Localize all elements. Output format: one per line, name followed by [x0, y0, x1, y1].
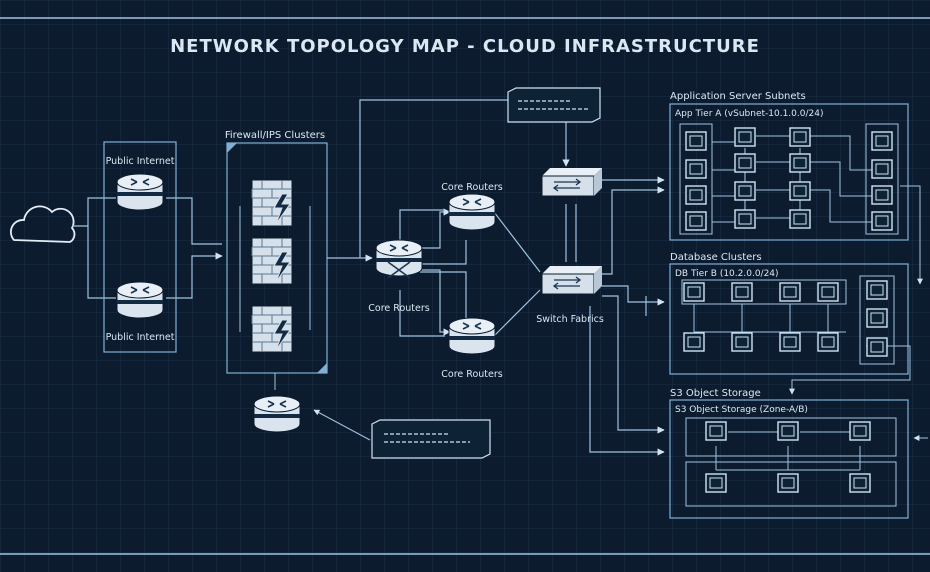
s3-storage-box: [669, 399, 909, 519]
server-icon: [685, 131, 707, 151]
server-icon: [817, 332, 839, 352]
s3-storage-label: S3 Object Storage: [670, 388, 761, 399]
router-icon: [448, 193, 496, 231]
switch-fabrics-label: Switch Fabrics: [536, 314, 604, 325]
core-routers-label-mid: Core Routers: [368, 303, 429, 314]
server-icon: [734, 127, 756, 147]
router-icon: [375, 239, 423, 279]
firewall-icon: [251, 305, 293, 353]
server-icon: [685, 211, 707, 231]
switch-icon: [541, 265, 603, 295]
server-icon: [731, 282, 753, 302]
app-subnets-label: Application Server Subnets: [670, 91, 806, 102]
app-tier-label: App Tier A (vSubnet-10.1.0.0/24): [675, 109, 823, 119]
db-cluster-box: [669, 263, 909, 375]
server-icon: [849, 421, 871, 441]
firewall-icon: [251, 237, 293, 285]
router-icon: [253, 395, 301, 433]
server-icon: [779, 332, 801, 352]
router-icon: [448, 317, 496, 355]
server-icon: [734, 209, 756, 229]
public-internet-box: [103, 141, 177, 353]
server-icon: [789, 181, 811, 201]
core-routers-label-top: Core Routers: [441, 182, 502, 193]
note-card-icon: [371, 419, 491, 459]
server-icon: [734, 181, 756, 201]
server-icon: [849, 473, 871, 493]
router-icon: [116, 173, 164, 211]
public-internet-label-bottom: Public Internet: [106, 332, 175, 343]
server-icon: [871, 159, 893, 179]
cloud-icon: [10, 205, 76, 243]
router-icon: [116, 281, 164, 319]
firewall-icon: [251, 179, 293, 227]
server-icon: [789, 127, 811, 147]
diagram-title: NETWORK TOPOLOGY MAP - CLOUD INFRASTRUCT…: [170, 36, 760, 57]
server-icon: [683, 332, 705, 352]
server-icon: [731, 332, 753, 352]
server-icon: [866, 308, 888, 328]
db-clusters-label: Database Clusters: [670, 252, 762, 263]
server-icon: [705, 421, 727, 441]
core-routers-label-bottom: Core Routers: [441, 369, 502, 380]
server-icon: [866, 280, 888, 300]
server-icon: [685, 185, 707, 205]
server-icon: [789, 209, 811, 229]
db-tier-label: DB Tier B (10.2.0.0/24): [675, 269, 779, 279]
server-icon: [789, 153, 811, 173]
server-icon: [777, 473, 799, 493]
s3-zone-label: S3 Object Storage (Zone-A/B): [675, 405, 808, 415]
server-icon: [871, 131, 893, 151]
app-subnet-box: [669, 103, 909, 241]
server-icon: [777, 421, 799, 441]
server-icon: [871, 185, 893, 205]
public-internet-label-top: Public Internet: [106, 156, 175, 167]
server-icon: [817, 282, 839, 302]
note-card-icon: [507, 87, 601, 123]
server-icon: [685, 159, 707, 179]
firewall-clusters-label: Firewall/IPS Clusters: [225, 130, 325, 141]
server-icon: [871, 211, 893, 231]
server-icon: [683, 282, 705, 302]
server-icon: [866, 337, 888, 357]
server-icon: [779, 282, 801, 302]
server-icon: [734, 153, 756, 173]
switch-icon: [541, 167, 603, 197]
server-icon: [705, 473, 727, 493]
